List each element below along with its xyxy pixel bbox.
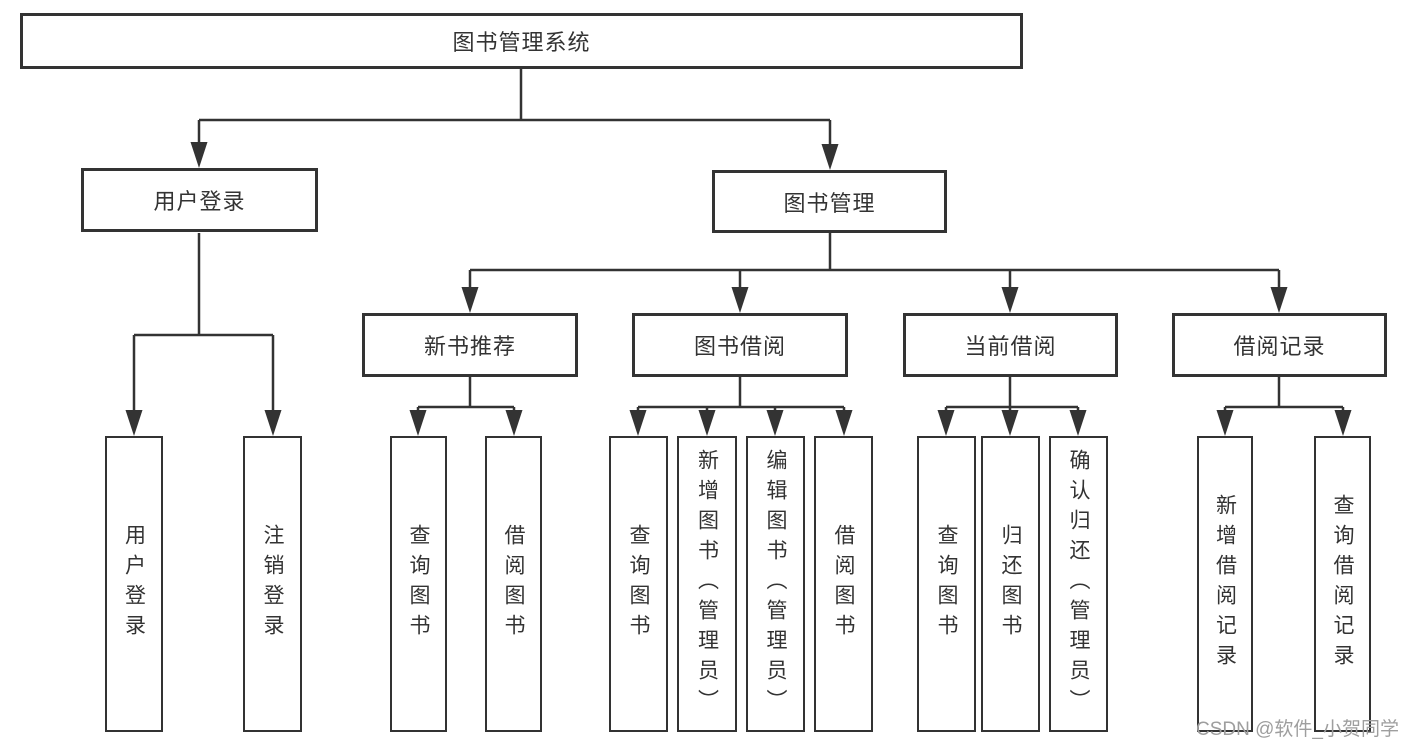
leaf-return-books: 归还图书 xyxy=(981,436,1040,732)
leaf-edit-books-admin: 编辑图书（管理员） xyxy=(746,436,805,732)
node-label: 用户登录 xyxy=(153,189,246,214)
leaf-logout: 注销登录 xyxy=(243,436,302,732)
node-book-borrowing: 图书借阅 xyxy=(632,313,848,377)
leaf-user-login: 用户登录 xyxy=(105,436,163,732)
leaf-confirm-return-admin: 确认归还（管理员） xyxy=(1049,436,1108,732)
leaf-label: 新增借阅记录 xyxy=(1213,494,1237,674)
node-current-borrowing: 当前借阅 xyxy=(903,313,1118,377)
leaf-label: 用户登录 xyxy=(122,524,146,644)
leaf-borrow-books-borrowing: 借阅图书 xyxy=(814,436,873,732)
leaf-query-books-recommend: 查询图书 xyxy=(390,436,447,732)
node-user-login: 用户登录 xyxy=(81,168,318,232)
leaf-query-books-current: 查询图书 xyxy=(917,436,976,732)
node-label: 新书推荐 xyxy=(423,334,516,359)
node-root: 图书管理系统 xyxy=(20,13,1023,69)
node-label: 借阅记录 xyxy=(1233,334,1326,359)
leaf-query-books-borrowing: 查询图书 xyxy=(609,436,668,732)
leaf-label: 查询借阅记录 xyxy=(1331,494,1354,674)
node-new-book-recommend: 新书推荐 xyxy=(362,313,578,377)
node-label: 图书借阅 xyxy=(693,334,786,359)
node-label: 当前借阅 xyxy=(964,334,1057,359)
leaf-label: 新增图书（管理员） xyxy=(695,449,719,719)
leaf-add-borrow-record: 新增借阅记录 xyxy=(1197,436,1253,732)
node-label: 图书管理 xyxy=(783,190,876,216)
tree-branch-lines xyxy=(132,69,1345,412)
leaf-add-books-admin: 新增图书（管理员） xyxy=(677,436,737,732)
leaf-label: 查询图书 xyxy=(407,524,430,644)
leaf-label: 归还图书 xyxy=(999,524,1022,644)
leaf-label: 借阅图书 xyxy=(832,524,855,644)
leaf-label: 查询图书 xyxy=(935,524,958,644)
leaf-label: 查询图书 xyxy=(627,524,650,644)
node-borrowing-records: 借阅记录 xyxy=(1172,313,1387,377)
csdn-watermark: CSDN @软件_小贺同学 xyxy=(1196,719,1399,740)
leaf-label: 确认归还（管理员） xyxy=(1067,449,1090,719)
node-root-label: 图书管理系统 xyxy=(452,30,591,55)
leaf-label: 注销登录 xyxy=(261,524,284,644)
arrowheads xyxy=(125,142,1352,436)
node-book-management: 图书管理 xyxy=(712,170,947,233)
leaf-query-borrow-record: 查询借阅记录 xyxy=(1314,436,1371,732)
leaf-borrow-books-recommend: 借阅图书 xyxy=(485,436,542,732)
leaf-label: 编辑图书（管理员） xyxy=(764,449,787,719)
leaf-label: 借阅图书 xyxy=(502,524,525,644)
